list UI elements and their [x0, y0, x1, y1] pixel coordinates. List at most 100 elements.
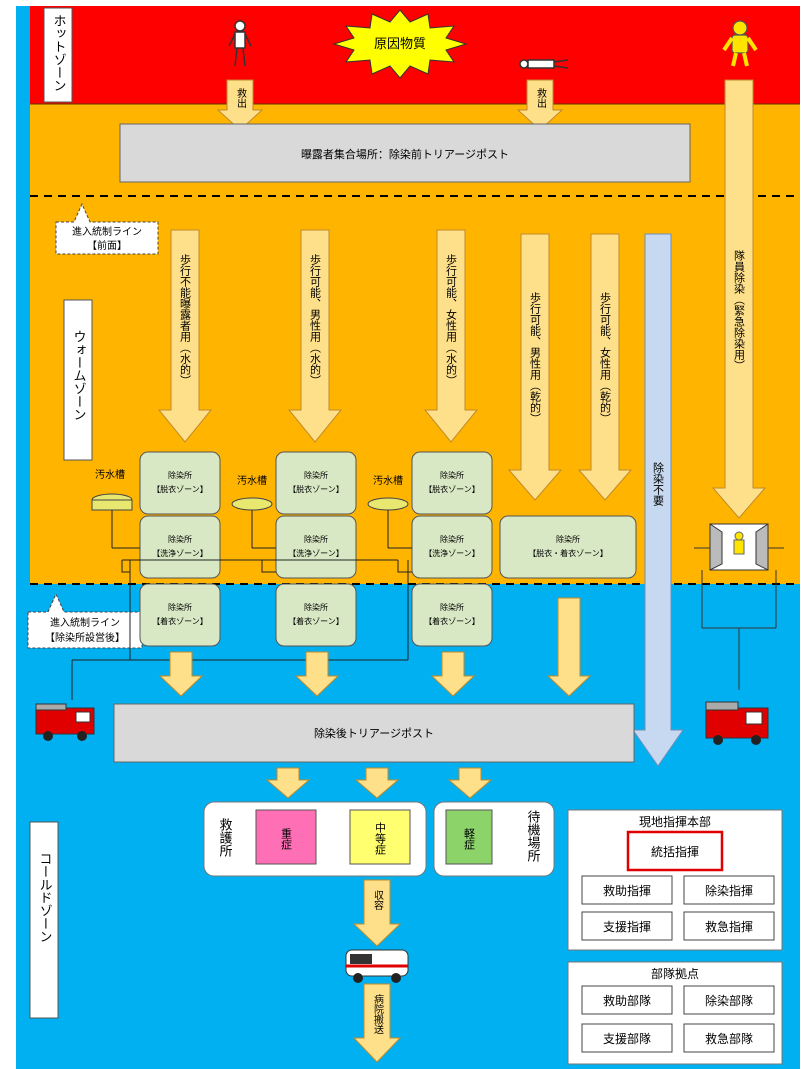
decon-unit-box — [683, 985, 775, 1015]
wash-zone-1-title: 除染所 — [168, 534, 192, 544]
rescue-label-left: 救出 — [235, 87, 247, 108]
wash-zone-1 — [139, 515, 221, 579]
ems-command-label: 救急指揮 — [705, 919, 753, 934]
ems-unit-label: 救急部隊 — [705, 1031, 753, 1046]
mild-category — [445, 809, 493, 865]
dry-decon-station: 除染所 【脱衣・着衣ゾーン】 — [499, 515, 637, 579]
wash-zone-3-label: 【洗浄ゾーン】 — [424, 548, 480, 558]
undress-zone-1 — [139, 451, 221, 515]
dress-zone-1 — [139, 583, 221, 647]
wash-zone-2 — [275, 515, 357, 579]
hose-lines — [71, 510, 412, 700]
undress-zone-2-title: 除染所 — [304, 470, 328, 480]
decon-command-box — [683, 875, 775, 905]
support-unit-box — [581, 1023, 673, 1053]
flow-label-nonambulatory-wet: 歩行不能曝露者用（水的） — [179, 253, 192, 386]
dress-zone-3-title: 除染所 — [440, 602, 464, 612]
flow-arrow-ambulatory-male-wet: 歩行可能、男性用（水的） — [287, 229, 343, 443]
transport-arrow-1: 収容 — [352, 879, 402, 947]
flow-arrow-responder-decon: 隊員除染（緊急除染用） — [711, 79, 767, 519]
warm-zone-label: ウォームゾーン — [71, 330, 86, 421]
rescue-unit-box — [581, 985, 673, 1015]
decon-station-column-2: 除染所 【脱衣ゾーン】 除染所 【洗浄ゾーン】 除染所 【着衣ゾーン】 — [275, 451, 357, 647]
cold-zone-label: コールドゾーン — [37, 852, 52, 943]
severe-category — [255, 809, 317, 865]
wastewater-tank-1: 汚水槽 — [91, 468, 133, 511]
support-unit-label: 支援部隊 — [603, 1031, 651, 1046]
dress-zone-2 — [275, 583, 357, 647]
dress-zone-3-label: 【着衣ゾーン】 — [424, 616, 480, 626]
wastewater-tank-label-1: 汚水槽 — [95, 468, 125, 481]
dry-station-title: 除染所 — [556, 534, 580, 544]
post-decon-triage-box — [113, 703, 635, 763]
control-line-front-line2: 【前面】 — [87, 239, 127, 252]
undress-zone-3-label: 【脱衣ゾーン】 — [424, 484, 480, 494]
undress-zone-2 — [275, 451, 357, 515]
mild-label: 軽症 — [463, 828, 476, 851]
undress-zone-2-label: 【脱衣ゾーン】 — [288, 484, 344, 494]
undress-zone-1-title: 除染所 — [168, 470, 192, 480]
warm-zone-label-box — [63, 299, 93, 461]
severe-label: 重症 — [280, 827, 293, 851]
arrows-to-post-triage — [158, 597, 592, 697]
dress-zone-1-label: 【着衣ゾーン】 — [152, 616, 208, 626]
rescue-arrow-right: 救出 — [516, 79, 564, 131]
decon-station-column-3: 除染所 【脱衣ゾーン】 除染所 【洗浄ゾーン】 除染所 【着衣ゾーン】 — [411, 451, 493, 647]
command-hq-panel: 現地指揮本部 統括指揮 救助指揮 除染指揮 支援指揮 救急指揮 — [567, 809, 783, 951]
fire-truck-left-icon — [35, 703, 95, 741]
post-decon-triage-label: 除染後トリアージポスト — [314, 726, 434, 740]
first-aid-label: 救護所 — [217, 817, 233, 857]
hazard-label: 原因物質 — [374, 37, 426, 52]
dress-zone-3 — [411, 583, 493, 647]
wash-zone-1-label: 【洗浄ゾーン】 — [152, 548, 208, 558]
flow-arrow-ambulatory-female-wet: 歩行可能、女性用（水的） — [423, 229, 479, 443]
flow-label-ambulatory-female-dry: 歩行可能、女性用（乾的） — [599, 291, 612, 424]
pre-decon-triage-label: 曝露者集合場所：除染前トリアージポスト — [301, 147, 509, 161]
control-line-rear-callout: 進入統制ライン 【除染所設営後】 — [27, 592, 143, 649]
flow-label-responder-decon: 隊員除染（緊急除染用） — [733, 249, 746, 371]
wastewater-tank-2: 汚水槽 — [231, 474, 273, 511]
control-line-front-callout: 進入統制ライン 【前面】 — [55, 202, 159, 255]
overall-command-label: 統括指揮 — [651, 844, 699, 859]
moderate-label: 中等症 — [374, 822, 387, 856]
responder-hazmat-icon — [722, 20, 758, 67]
decon-unit-label: 除染部隊 — [705, 993, 753, 1008]
moderate-category — [349, 809, 411, 865]
flow-label-ambulatory-male-dry: 歩行可能、男性用（乾的） — [529, 291, 542, 424]
rescue-command-label: 救助指揮 — [603, 883, 651, 898]
support-command-box — [581, 911, 673, 941]
fire-truck-right-icon — [705, 701, 769, 745]
unit-base-title: 部隊拠点 — [651, 966, 699, 981]
flow-label-ambulatory-male-wet: 歩行可能、男性用（水的） — [309, 253, 322, 386]
dry-station-label: 【脱衣・着衣ゾーン】 — [528, 548, 608, 558]
control-line-rear-line2: 【除染所設営後】 — [45, 631, 125, 644]
wash-zone-2-label: 【洗浄ゾーン】 — [288, 548, 344, 558]
rescue-label-right: 救出 — [535, 87, 547, 108]
hazard-starburst — [332, 9, 468, 79]
wash-zone-3 — [411, 515, 493, 579]
flow-arrow-no-decon: 除染不要 — [632, 233, 684, 767]
flow-label-ambulatory-female-wet: 歩行可能、女性用（水的） — [445, 253, 458, 386]
dress-zone-2-label: 【着衣ゾーン】 — [288, 616, 344, 626]
wastewater-tank-label-2: 汚水槽 — [237, 474, 267, 487]
arrows-to-first-aid — [265, 767, 493, 799]
undress-zone-3 — [411, 451, 493, 515]
command-hq-title: 現地指揮本部 — [639, 814, 711, 829]
decon-command-label: 除染指揮 — [705, 883, 753, 898]
rescue-arrow-left: 救出 — [216, 79, 264, 131]
transport-label-1: 収容 — [372, 890, 384, 911]
wash-zone-3-title: 除染所 — [440, 534, 464, 544]
undress-zone-3-title: 除染所 — [440, 470, 464, 480]
undress-zone-1-label: 【脱衣ゾーン】 — [152, 484, 208, 494]
wash-zone-2-title: 除染所 — [304, 534, 328, 544]
control-line-rear-line1: 進入統制ライン — [50, 616, 120, 629]
flow-label-no-decon: 除染不要 — [652, 461, 665, 507]
rescue-command-box — [581, 875, 673, 905]
flow-arrow-ambulatory-female-dry: 歩行可能、女性用（乾的） — [577, 233, 633, 501]
wastewater-tank-label-3: 汚水槽 — [373, 474, 403, 487]
emergency-decon-booth — [694, 523, 784, 690]
waiting-area: 軽症 待機場所 — [433, 801, 555, 877]
victim-standing-icon — [228, 20, 252, 67]
cold-zone-label-box — [29, 821, 59, 1019]
